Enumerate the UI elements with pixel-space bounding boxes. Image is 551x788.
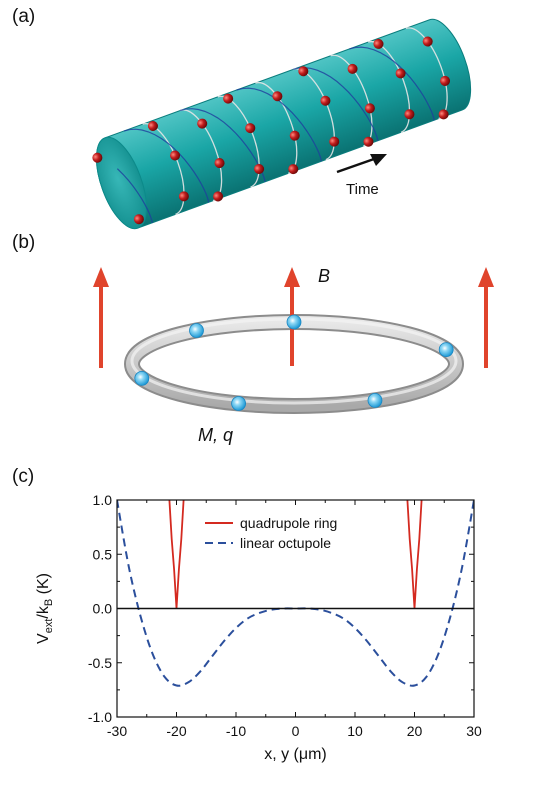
y-tick-label: 0.0 — [93, 601, 113, 617]
chart-ticks: -30 -20 -10 0 10 20 30 -1.0 -0.5 0.0 0.5 1.0 — [88, 492, 482, 739]
helix-line — [123, 128, 210, 203]
ion-sphere — [438, 342, 454, 358]
ion-sphere — [189, 323, 204, 338]
series-line-linear-octupole — [117, 500, 474, 687]
ion-sphere — [223, 93, 234, 104]
y-tick-label: 1.0 — [93, 492, 113, 508]
cylinder-body — [96, 18, 472, 230]
chart-legend: quadrupole ring linear octupole — [205, 515, 337, 551]
ion-sphere — [347, 63, 358, 74]
ion-sphere — [363, 136, 374, 147]
panel-b-ring-diagram: B M, q — [93, 266, 494, 445]
ion-sphere — [197, 118, 208, 129]
ion-sphere — [320, 95, 331, 106]
time-arrow-icon — [336, 154, 387, 174]
legend-label: linear octupole — [240, 535, 331, 551]
panel-c-label: (c) — [12, 466, 35, 487]
y-tick-label: -0.5 — [88, 655, 112, 671]
ion-sphere — [395, 68, 406, 79]
x-tick-label: 20 — [407, 723, 423, 739]
y-tick-label: 0.5 — [93, 546, 113, 562]
ion-sphere — [289, 130, 300, 141]
particle-label: M, q — [198, 425, 233, 445]
field-label: B — [318, 266, 330, 286]
ion-sphere — [288, 164, 299, 175]
ion-sphere — [133, 214, 144, 225]
ion-sphere — [286, 314, 302, 330]
ion-sphere — [272, 91, 283, 102]
x-tick-label: -10 — [226, 723, 246, 739]
x-tick-label: -30 — [107, 723, 127, 739]
panel-a-cylinder-diagram: Time — [92, 18, 472, 230]
ion-sphere — [404, 109, 415, 120]
helix-line — [236, 87, 322, 162]
ion-sphere — [422, 36, 433, 47]
cylinder-ions — [92, 36, 451, 225]
x-axis-label: x, y (μm) — [264, 746, 327, 763]
ion-sphere — [367, 392, 383, 408]
ion-sphere — [213, 191, 224, 202]
x-tick-label: 30 — [466, 723, 482, 739]
helix-line — [180, 108, 266, 183]
x-tick-label: 0 — [292, 723, 300, 739]
ion-sphere — [254, 163, 265, 174]
ion-sphere — [214, 158, 225, 169]
series-line-quadrupole-ring — [168, 500, 185, 609]
cylinder-helix-lines — [116, 46, 435, 224]
panel-a-label: (a) — [12, 6, 36, 27]
magnetic-field-arrow-icon — [478, 267, 494, 368]
ion-sphere — [178, 191, 189, 202]
time-label: Time — [346, 181, 379, 198]
ion-sphere — [364, 103, 375, 114]
helix-line — [292, 67, 379, 142]
ion-sphere — [440, 75, 451, 86]
ion-sphere — [92, 152, 103, 163]
ion-sphere — [134, 370, 150, 386]
magnetic-field-arrow-icon — [93, 267, 109, 368]
helix-line — [349, 46, 435, 121]
ion-sphere — [298, 66, 309, 77]
ion-sphere — [231, 396, 247, 411]
ion-sphere — [245, 123, 256, 134]
cylinder-end-cap — [96, 136, 147, 230]
ion-sphere — [170, 150, 181, 161]
legend-label: quadrupole ring — [240, 515, 337, 531]
helix-line — [116, 168, 153, 224]
series-line-quadrupole-ring — [406, 500, 423, 609]
panel-c-potential-chart: -30 -20 -10 0 10 20 30 -1.0 -0.5 0.0 0.5 1.0 quadru… — [35, 492, 482, 763]
ion-sphere — [329, 136, 340, 147]
ring-ions — [134, 314, 454, 411]
ion-sphere — [438, 109, 449, 120]
ion-sphere — [373, 38, 384, 49]
x-tick-label: 10 — [347, 723, 363, 739]
y-axis-label: Vext/kB (K) — [35, 573, 55, 644]
ion-sphere — [147, 120, 158, 131]
x-tick-label: -20 — [166, 723, 186, 739]
panel-b-label: (b) — [12, 232, 36, 253]
y-tick-label: -1.0 — [88, 709, 112, 725]
